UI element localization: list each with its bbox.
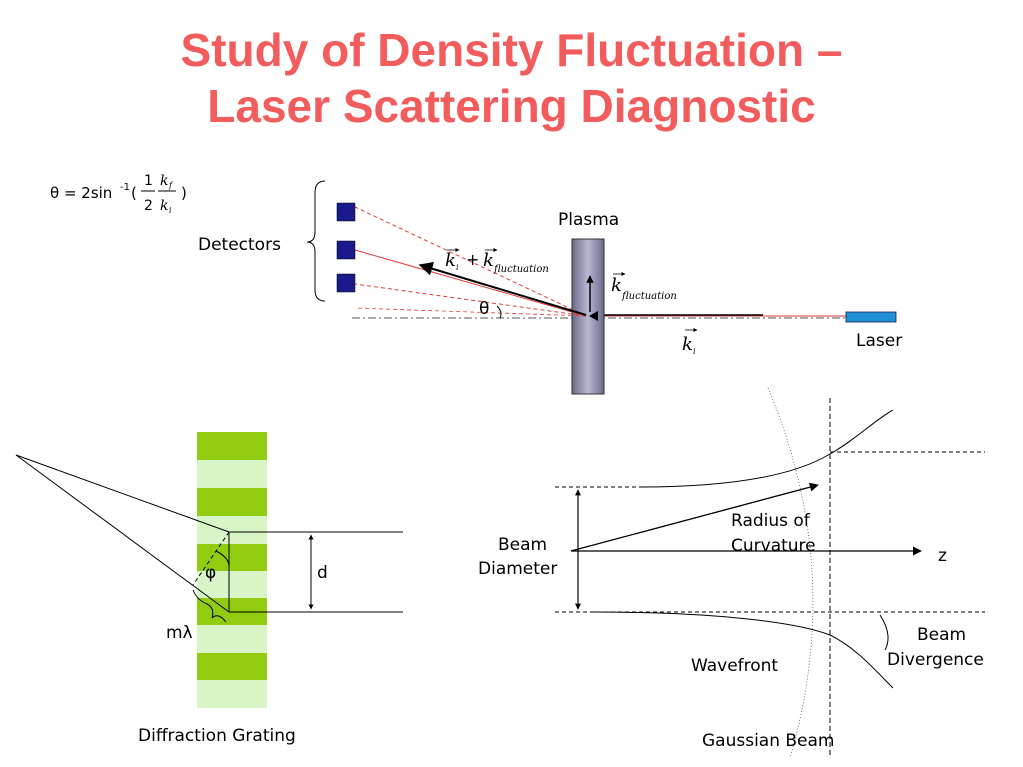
beam-diameter-label-2: Diameter	[478, 559, 557, 579]
detector-bottom	[336, 273, 356, 293]
formula-frac2-den-sub: i	[169, 206, 172, 215]
radius-of-curvature-arrow	[570, 482, 819, 552]
formula-frac2-num: k	[160, 173, 168, 189]
formula-frac2-den: k	[160, 198, 168, 214]
diffraction-grating-diagram: φ d mλ Diffraction Grating	[15, 432, 403, 746]
detector-middle	[336, 240, 356, 260]
fluctuation-k-label: k fluctuation	[611, 272, 677, 302]
ki2-k: k	[682, 334, 693, 355]
ki-k: k	[445, 250, 456, 271]
scatter-line-lower	[354, 307, 587, 317]
title-line-2: Laser Scattering Diagnostic	[207, 80, 816, 132]
grating-stripe	[197, 625, 267, 653]
beam-envelope-bottom	[591, 611, 894, 689]
ki-sub: i	[456, 263, 459, 272]
title-line-1: Study of Density Fluctuation –	[180, 24, 843, 76]
beam-envelope-top	[639, 409, 894, 488]
grating-stripe	[197, 460, 267, 488]
kfluct2-sub: fluctuation	[621, 291, 677, 302]
formula-close-paren: )	[181, 184, 187, 202]
scatter-line-middle	[354, 249, 587, 317]
incident-arrowhead	[589, 311, 598, 321]
phi-label: φ	[205, 563, 216, 583]
theta-formula: θ = 2sin -1 ( 1 2 k f k i )	[50, 173, 187, 215]
grating-stripe	[197, 516, 267, 544]
grating-stripe	[197, 432, 267, 460]
grating-stripe	[197, 571, 267, 598]
divergence-arc	[879, 614, 889, 651]
scattered-k-arrow	[418, 261, 587, 316]
formula-open-paren: (	[131, 184, 137, 202]
wavefront-arc	[767, 387, 814, 759]
theta-label: θ	[479, 299, 489, 319]
beam-divergence-label-2: Divergence	[887, 650, 984, 670]
laser-label: Laser	[856, 331, 902, 351]
scattered-k-label: k i + k fluctuation	[445, 248, 549, 275]
grating-stripe	[197, 653, 267, 680]
detector-top	[336, 202, 356, 222]
gaussian-caption: Gaussian Beam	[702, 731, 835, 751]
beam-divergence-label-1: Beam	[917, 625, 966, 645]
m-lambda-label: mλ	[166, 623, 193, 643]
detectors-brace	[306, 180, 326, 302]
scattering-diagram: θ Detectors Plasma Laser k i + k fluctua…	[198, 180, 902, 395]
gaussian-beam-diagram: Radius of Curvature z Beam Diameter Beam…	[478, 387, 985, 759]
wavefront-label: Wavefront	[691, 656, 778, 676]
grating-stripe	[197, 488, 267, 516]
formula-frac1-num: 1	[144, 173, 153, 189]
d-label: d	[317, 563, 328, 583]
grating-stripe	[197, 680, 267, 708]
m-lambda-brace	[192, 589, 227, 623]
grating-caption: Diffraction Grating	[138, 726, 296, 746]
laser-source	[845, 311, 897, 323]
plasma-label: Plasma	[558, 210, 619, 230]
z-label: z	[938, 546, 947, 566]
scatter-line-bottom	[354, 283, 587, 317]
kfluct-sub: fluctuation	[493, 264, 549, 275]
formula-frac2-num-sub: f	[168, 181, 174, 190]
radius-label-2: Curvature	[731, 536, 816, 556]
slide-title: Study of Density Fluctuation – Laser Sca…	[0, 22, 1023, 134]
ki2-sub: i	[693, 347, 696, 356]
kfluct2-k: k	[611, 275, 622, 296]
formula-frac1-den: 2	[144, 198, 153, 214]
incident-k-label: k i	[682, 328, 698, 356]
grating-stripe	[197, 544, 267, 571]
formula-lhs: θ = 2sin	[50, 184, 112, 202]
detectors-label: Detectors	[198, 235, 281, 255]
ray-upper	[15, 454, 230, 533]
formula-exponent: -1	[120, 182, 130, 193]
beam-diameter-label-1: Beam	[498, 535, 547, 555]
kfluct-k: k	[483, 250, 494, 271]
theta-arc	[496, 305, 502, 319]
phi-arc	[215, 550, 230, 569]
path-difference-dashed	[192, 531, 230, 586]
ray-lower	[15, 454, 230, 613]
radius-label-1: Radius of	[731, 511, 811, 531]
scatter-line-top	[354, 206, 587, 317]
plus-sign: +	[466, 250, 479, 269]
plasma-slab	[571, 238, 605, 395]
